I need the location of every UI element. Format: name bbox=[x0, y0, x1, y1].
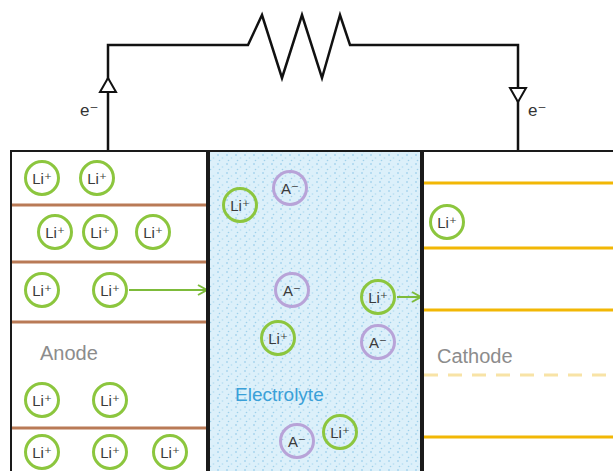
external-circuit-wire bbox=[100, 15, 526, 150]
lithium-ion-circle: Li⁺ bbox=[24, 160, 60, 196]
ion-label: Li⁺ bbox=[100, 283, 120, 298]
ion-label: Li⁺ bbox=[268, 331, 288, 346]
lithium-ion-circle: Li⁺ bbox=[135, 214, 171, 250]
region-label: Cathode bbox=[437, 345, 513, 367]
wire-with-resistor bbox=[108, 15, 518, 150]
ion-label: Li⁺ bbox=[32, 393, 52, 408]
lithium-ion-circle: Li⁺ bbox=[24, 382, 60, 418]
ion-label: Li⁺ bbox=[32, 445, 52, 460]
lithium-ion-circle: Li⁺ bbox=[92, 434, 128, 470]
electrolyte-box: ElectrolyteLi⁺A⁻A⁻Li⁺Li⁺A⁻A⁻Li⁺ bbox=[208, 150, 422, 471]
flow-arrowhead bbox=[100, 78, 116, 92]
anode-layers bbox=[12, 205, 208, 428]
lithium-ion-circle: Li⁺ bbox=[260, 320, 296, 356]
electron-label: e⁻ bbox=[80, 102, 98, 121]
ion-label: Li⁺ bbox=[45, 225, 65, 240]
lithium-ion-circle: Li⁺ bbox=[429, 204, 465, 240]
ion-label: Li⁺ bbox=[32, 283, 52, 298]
lithium-ion-circle: Li⁺ bbox=[92, 272, 128, 308]
ion-label: Li⁺ bbox=[32, 171, 52, 186]
anion-circle: A⁻ bbox=[279, 423, 315, 459]
electrolyte-fill bbox=[208, 150, 422, 471]
lithium-ion-circle: Li⁺ bbox=[24, 434, 60, 470]
anion-circle: A⁻ bbox=[274, 272, 310, 308]
ion-movement-arrow bbox=[397, 297, 421, 298]
ion-movement-arrow bbox=[129, 290, 207, 291]
lithium-ion-circle: Li⁺ bbox=[92, 382, 128, 418]
lithium-ion-circle: Li⁺ bbox=[24, 272, 60, 308]
lithium-ion-circle: Li⁺ bbox=[222, 187, 258, 223]
cathode-box: Cathode Li⁺ bbox=[422, 150, 613, 471]
ion-label: Li⁺ bbox=[87, 171, 107, 186]
anode-box: AnodeLi⁺Li⁺Li⁺Li⁺Li⁺Li⁺Li⁺Li⁺Li⁺Li⁺Li⁺Li… bbox=[10, 150, 208, 471]
cathode-layers bbox=[424, 183, 613, 437]
ion-label: Li⁺ bbox=[100, 393, 120, 408]
ion-label: A⁻ bbox=[288, 434, 306, 449]
electron-label: e⁻ bbox=[528, 102, 546, 121]
arrow-line bbox=[129, 289, 207, 291]
ion-label: Li⁺ bbox=[160, 445, 180, 460]
lithium-ion-circle: Li⁺ bbox=[82, 214, 118, 250]
region-label: Electrolyte bbox=[235, 385, 324, 406]
anion-circle: A⁻ bbox=[360, 324, 396, 360]
ion-label: Li⁺ bbox=[143, 225, 163, 240]
region-label: Anode bbox=[40, 342, 98, 364]
ion-label: A⁻ bbox=[283, 283, 301, 298]
arrow-line bbox=[397, 296, 421, 298]
lithium-ion-circle: Li⁺ bbox=[360, 279, 396, 315]
ion-label: Li⁺ bbox=[100, 445, 120, 460]
ion-label: A⁻ bbox=[281, 181, 299, 196]
arrowhead bbox=[510, 88, 526, 102]
lithium-ion-circle: Li⁺ bbox=[79, 160, 115, 196]
lithium-ion-circle: Li⁺ bbox=[152, 434, 188, 470]
ion-label: Li⁺ bbox=[230, 198, 250, 213]
ion-label: Li⁺ bbox=[90, 225, 110, 240]
ion-label: A⁻ bbox=[369, 335, 387, 350]
lithium-ion-circle: Li⁺ bbox=[322, 414, 358, 450]
ion-label: Li⁺ bbox=[330, 425, 350, 440]
ion-label: Li⁺ bbox=[437, 215, 457, 230]
lithium-ion-circle: Li⁺ bbox=[37, 214, 73, 250]
anion-circle: A⁻ bbox=[272, 170, 308, 206]
ion-label: Li⁺ bbox=[368, 290, 388, 305]
